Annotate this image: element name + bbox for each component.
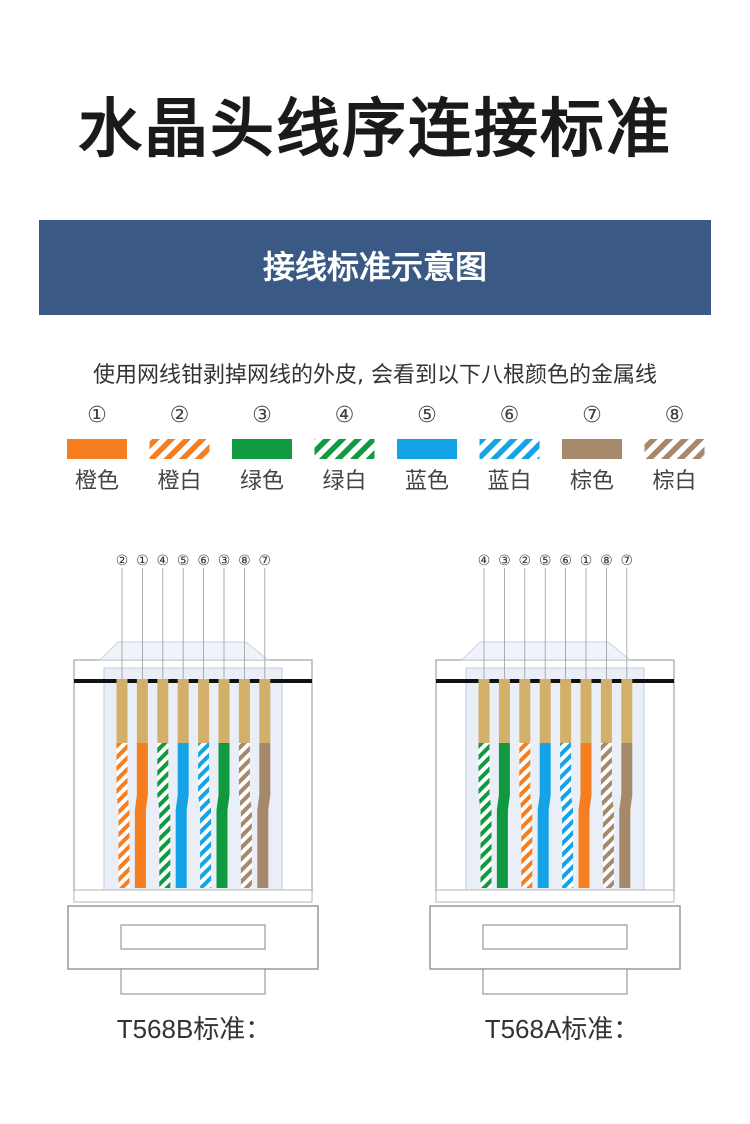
legend-swatch: [562, 439, 622, 459]
gold-contact: [259, 679, 271, 743]
connector-wire: [175, 743, 189, 888]
connector-wire: [116, 743, 130, 888]
pin-label: ⑧: [238, 553, 251, 569]
pin-label: ④: [157, 553, 170, 569]
gold-contact: [218, 679, 230, 743]
pin-label: ⑤: [177, 553, 190, 569]
legend-number: ④: [335, 403, 355, 428]
legend-color-name: 棕白: [652, 469, 696, 494]
connector-wire: [216, 743, 230, 888]
connector-wire: [537, 743, 551, 888]
pin-label: ④: [478, 553, 491, 569]
connector-wire: [478, 743, 492, 888]
legend-number: ⑧: [665, 403, 685, 428]
legend-number: ⑥: [500, 403, 520, 428]
legend-number: ③: [252, 403, 272, 428]
connector-wire: [619, 743, 633, 888]
legend-color-name: 蓝白: [487, 469, 531, 494]
description-text: 使用网线钳剥掉网线的外皮, 会看到以下八根颜色的金属线: [93, 363, 657, 388]
gold-contact: [580, 679, 592, 743]
legend-color-name: 棕色: [570, 469, 614, 494]
pin-label: ⑥: [559, 553, 572, 569]
gold-contact: [539, 679, 551, 743]
pin-label: ①: [580, 553, 593, 569]
legend-color-name: 绿色: [240, 469, 284, 494]
pin-label: ③: [218, 553, 231, 569]
legend-swatch: [644, 439, 705, 459]
t568b-caption: T568B标准：: [117, 1014, 272, 1044]
legend-color-name: 橙色: [75, 469, 119, 494]
pin-label: ②: [116, 553, 129, 569]
connector-wire: [496, 743, 510, 888]
gold-contact: [136, 679, 148, 743]
legend-color-name: 蓝色: [405, 469, 449, 494]
connector-wire: [600, 743, 614, 888]
connector-wire: [519, 743, 533, 888]
legend-color-name: 橙白: [157, 469, 201, 494]
legend-swatch: [479, 439, 540, 459]
legend-swatch: [67, 439, 127, 459]
legend-number: ⑦: [582, 403, 602, 428]
legend-swatch: [314, 439, 375, 459]
pin-label: ⑦: [621, 553, 634, 569]
page-title: 水晶头线序连接标准: [78, 93, 672, 167]
connector-wire: [578, 743, 592, 888]
gold-contact: [621, 679, 633, 743]
pin-label: ⑥: [197, 553, 210, 569]
gold-contact: [519, 679, 531, 743]
gold-contact: [478, 679, 490, 743]
t568a-caption: T568A标准：: [485, 1014, 640, 1044]
gold-contact: [238, 679, 250, 743]
gold-contact: [498, 679, 510, 743]
gold-contact: [157, 679, 169, 743]
legend-swatch: [149, 439, 210, 459]
banner-title: 接线标准示意图: [262, 248, 487, 286]
gold-contact: [560, 679, 572, 743]
gold-contact: [198, 679, 210, 743]
legend-swatch: [397, 439, 457, 459]
legend-number: ①: [87, 403, 107, 428]
connector-wire: [257, 743, 271, 888]
pin-label: ②: [519, 553, 532, 569]
pin-label: ⑦: [259, 553, 272, 569]
legend-number: ②: [170, 403, 190, 428]
legend-color-name: 绿白: [322, 469, 366, 494]
connector-wire: [157, 743, 171, 888]
connector-wire: [238, 743, 252, 888]
section-banner: 接线标准示意图: [39, 220, 711, 315]
connector-wire: [198, 743, 212, 888]
connector-wire: [134, 743, 148, 888]
gold-contact: [177, 679, 189, 743]
gold-contact: [600, 679, 612, 743]
gold-contact: [116, 679, 128, 743]
legend-swatch: [232, 439, 292, 459]
connector-wire: [560, 743, 574, 888]
pin-label: ⑤: [539, 553, 552, 569]
pin-label: ①: [136, 553, 149, 569]
pin-label: ③: [498, 553, 511, 569]
pin-label: ⑧: [600, 553, 613, 569]
legend-number: ⑤: [417, 403, 437, 428]
